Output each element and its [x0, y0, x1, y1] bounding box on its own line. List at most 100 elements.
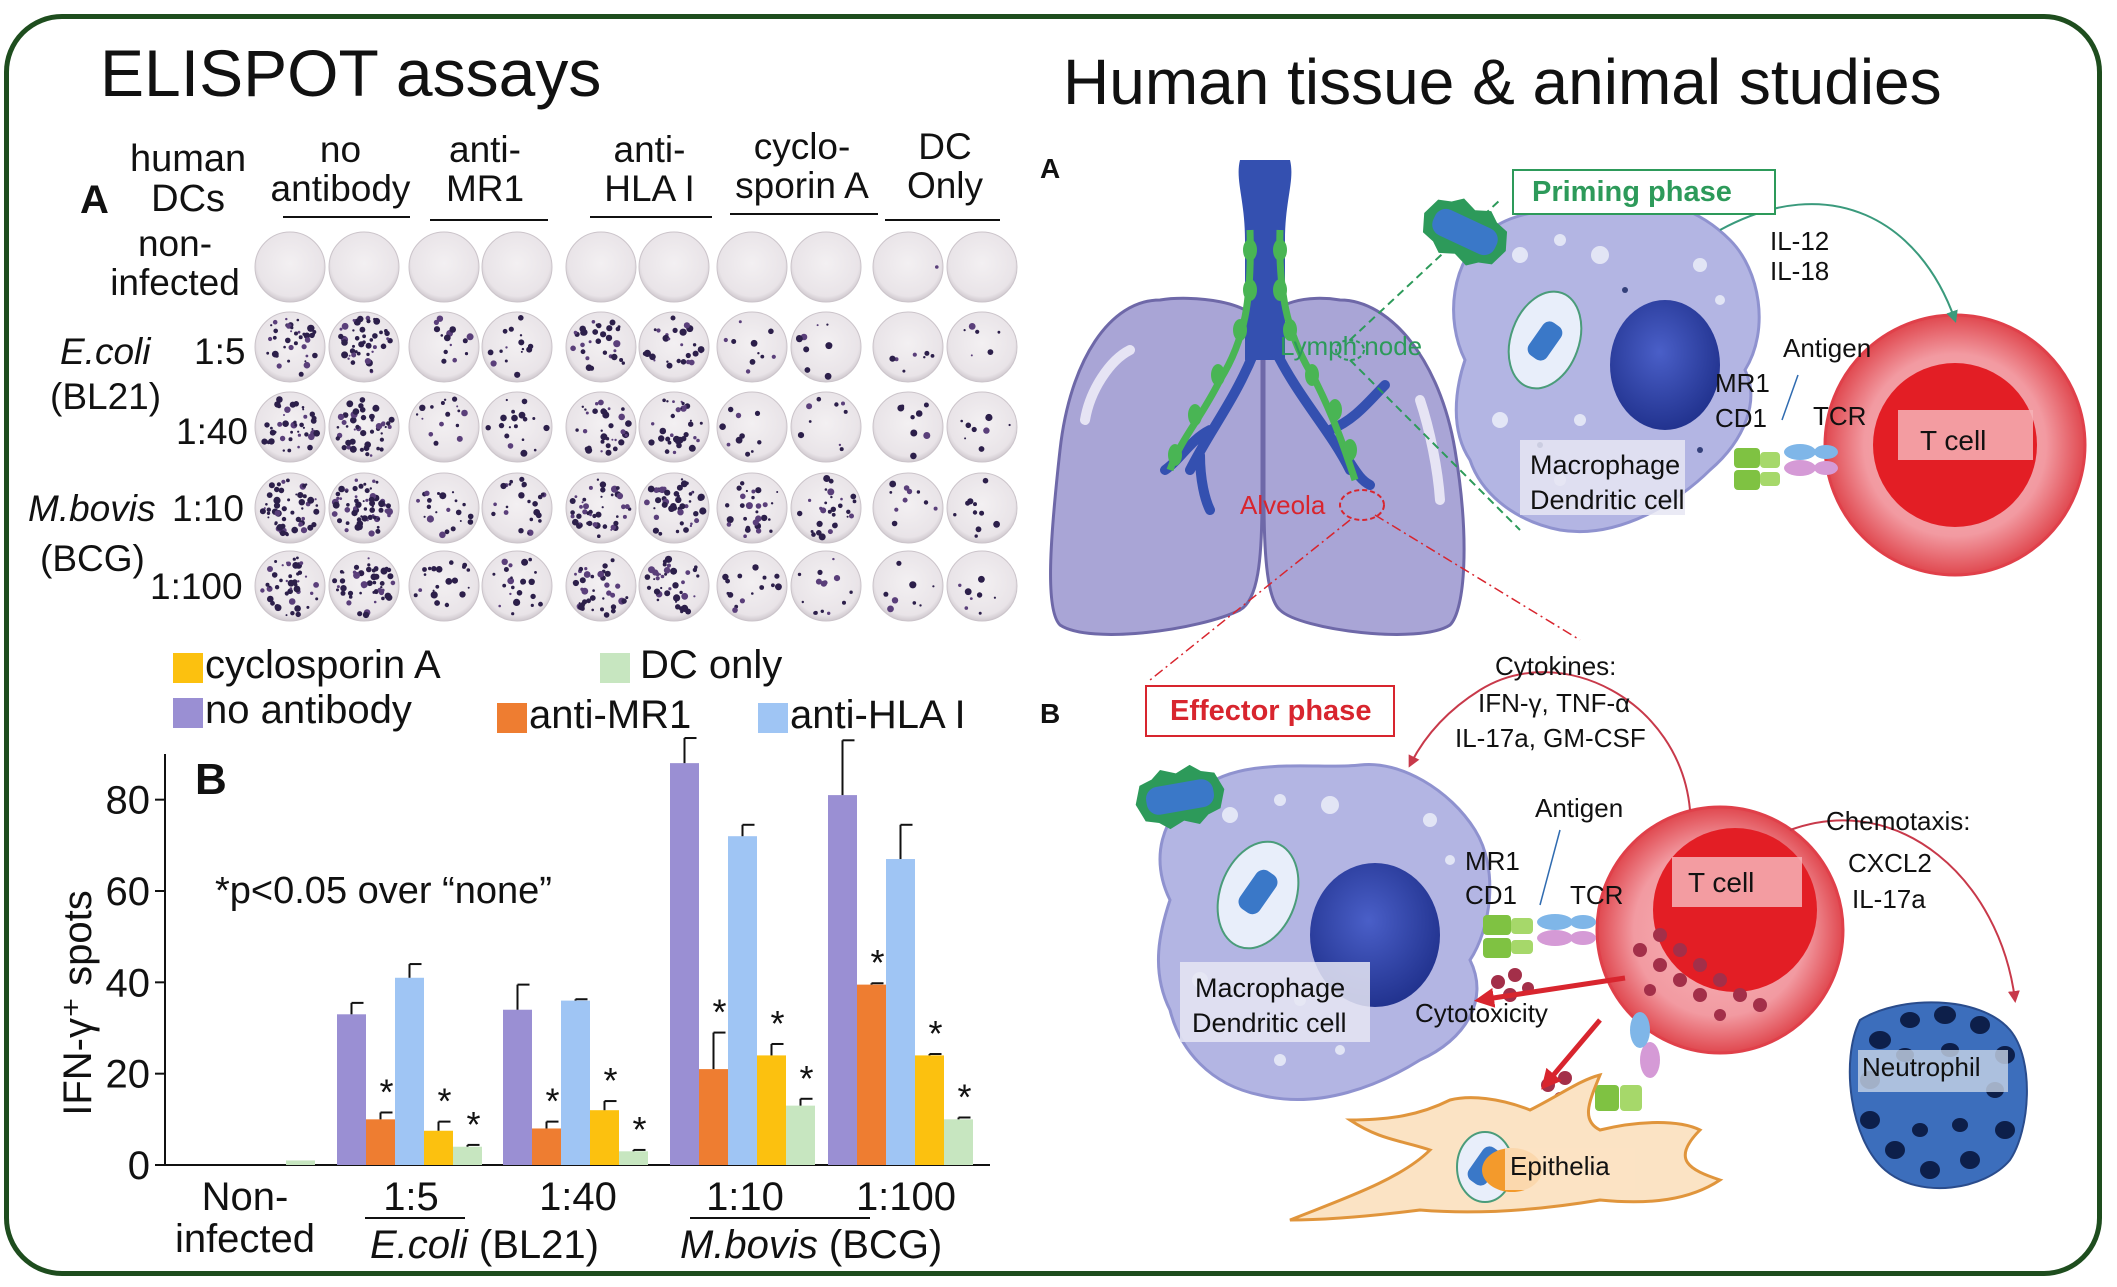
elispot-spot [769, 529, 773, 533]
elispot-spot [263, 507, 266, 510]
elispot-spot [299, 422, 304, 428]
elispot-spot [816, 396, 822, 402]
elispot-spot [827, 529, 833, 535]
elispot-spot [352, 408, 360, 415]
elispot-spot [359, 326, 366, 333]
elispot-spot [352, 344, 355, 348]
elispot-spot [381, 421, 386, 426]
elispot-spot [509, 479, 513, 484]
elispot-spot [281, 564, 284, 567]
significance-star: * [632, 1109, 646, 1150]
elispot-spot [776, 491, 779, 493]
elispot-spot [624, 504, 630, 510]
bar-anti-mr1 [857, 984, 886, 1165]
elispot-spot [670, 315, 676, 321]
elispot-spot [610, 604, 617, 610]
elispot-spot [685, 481, 689, 485]
elispot-spot [655, 497, 662, 504]
elispot-spot [519, 334, 523, 337]
elispot-spot [381, 588, 385, 592]
elispot-spot [285, 614, 288, 617]
elispot-well-plate [254, 231, 1018, 622]
elispot-spot [280, 523, 286, 529]
elispot-spot [459, 591, 466, 598]
elispot-spot [824, 488, 828, 491]
elispot-spot [349, 438, 356, 445]
elispot-spot [347, 590, 354, 596]
elispot-spot [612, 446, 618, 452]
elispot-spot [839, 447, 844, 452]
elispot-spot [315, 597, 319, 601]
elispot-spot [852, 499, 857, 504]
elispot-spot [305, 354, 309, 358]
elispot-spot [514, 371, 521, 378]
elispot-spot [993, 596, 997, 599]
elispot-spot [646, 585, 652, 590]
elispot-spot [610, 524, 616, 530]
elispot-spot [298, 499, 305, 506]
elispot-spot [609, 319, 616, 326]
elispot-well [408, 311, 480, 383]
elispot-spot [373, 600, 377, 604]
category-label: Non- [202, 1175, 289, 1219]
elispot-spot [602, 597, 605, 600]
elispot-spot [819, 506, 823, 511]
elispot-spot [451, 491, 455, 494]
elispot-spot [439, 421, 444, 427]
elispot-spot [303, 414, 308, 419]
column-underlines [283, 213, 1000, 221]
elispot-spot [978, 575, 985, 583]
row-ratio-1-5: 1:5 [194, 331, 246, 372]
elispot-spot [588, 509, 593, 515]
elispot-spot [380, 432, 383, 435]
elispot-spot [508, 426, 511, 429]
elispot-spot [530, 603, 534, 608]
elispot-spot [613, 349, 617, 353]
elispot-spot [591, 320, 596, 324]
category-label: 1:40 [539, 1175, 617, 1219]
elispot-spot [435, 511, 438, 514]
bar-cyclosporin-a [590, 1110, 619, 1165]
elispot-spot [745, 369, 751, 374]
elispot-spot [366, 319, 371, 324]
category-label: 1:100 [856, 1175, 956, 1219]
elispot-spot [272, 319, 278, 325]
elispot-spot [586, 521, 590, 525]
bar-dc-only [786, 1105, 815, 1165]
elispot-spot [582, 509, 588, 515]
elispot-spot [354, 350, 358, 354]
elispot-spot [666, 400, 669, 403]
elispot-well [408, 231, 480, 303]
elispot-spot [290, 326, 294, 330]
elispot-spot [1008, 423, 1011, 427]
elispot-spot [585, 356, 590, 361]
elispot-spot [655, 576, 660, 581]
elispot-spot [290, 510, 295, 515]
bar-anti-hla-i [886, 859, 915, 1165]
epithelia-receptor-icon [1595, 1012, 1660, 1111]
elispot-spot [751, 592, 754, 595]
elispot-spot [467, 513, 474, 520]
y-tick-label: 20 [106, 1053, 151, 1097]
elispot-spot [430, 405, 434, 409]
elispot-spot [355, 501, 362, 508]
elispot-spot [346, 600, 352, 606]
elispot-spot [722, 573, 729, 581]
elispot-spot [653, 507, 656, 510]
elispot-spot [652, 569, 659, 576]
cytokines-title: Cytokines: [1495, 651, 1617, 681]
elispot-spot [688, 492, 693, 496]
elispot-spot [579, 577, 586, 584]
elispot-spot [296, 556, 299, 560]
effector-dc-label: Dendritic cell [1192, 1008, 1347, 1038]
elispot-spot [745, 451, 751, 457]
elispot-well [565, 311, 637, 383]
elispot-spot [804, 367, 811, 373]
elispot-spot [294, 423, 297, 427]
elispot-well [946, 311, 1018, 383]
elispot-spot [997, 330, 1001, 334]
elispot-spot [380, 567, 388, 575]
elispot-spot [271, 572, 278, 578]
elispot-spot [421, 417, 424, 420]
elispot-spot [797, 510, 803, 517]
